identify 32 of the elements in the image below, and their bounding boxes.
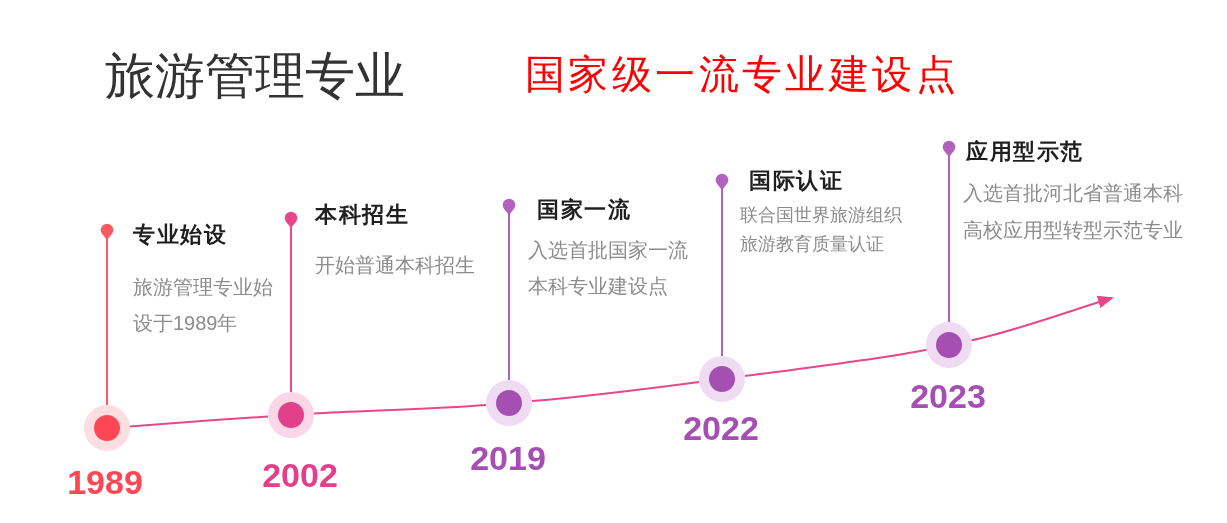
timeline-line [312,403,488,415]
pin-line [942,140,956,323]
pin-line [715,173,729,357]
milestone-marker [486,380,532,426]
milestone-heading: 国家一流 [537,196,631,224]
milestone-marker [84,405,130,451]
pin-line [502,198,516,381]
year-label: 2002 [262,456,338,494]
milestone-heading: 专业始设 [133,221,227,249]
milestone-description: 开始普通本科招生 [315,253,476,278]
milestone-heading: 本科招生 [315,201,409,229]
pin-line [100,223,114,406]
year-label: 1989 [67,463,143,501]
milestone-description: 入选首批国家一流本科专业建设点 [528,238,689,299]
milestone-marker [926,322,972,368]
milestone-description: 入选首批河北省普通本科高校应用型转型示范专业 [963,180,1184,243]
pin-line [284,211,298,393]
timeline-line [530,381,701,403]
timeline-line [743,348,928,377]
milestone-heading: 应用型示范 [966,138,1084,166]
timeline-arrow [970,295,1114,342]
milestone-marker [268,392,314,438]
year-label: 2019 [470,439,546,477]
milestone-description: 旅游管理专业始设于1989年 [133,275,274,336]
timeline-line [128,415,270,428]
subtitle: 国家级一流专业建设点 [525,51,959,98]
year-label: 2022 [683,409,759,447]
year-label: 2023 [910,377,986,415]
milestone-description: 联合国世界旅游组织旅游教育质量认证 [740,203,902,256]
milestone-marker [699,356,745,402]
title: 旅游管理专业 [105,47,405,106]
milestone-heading: 国际认证 [749,167,843,195]
